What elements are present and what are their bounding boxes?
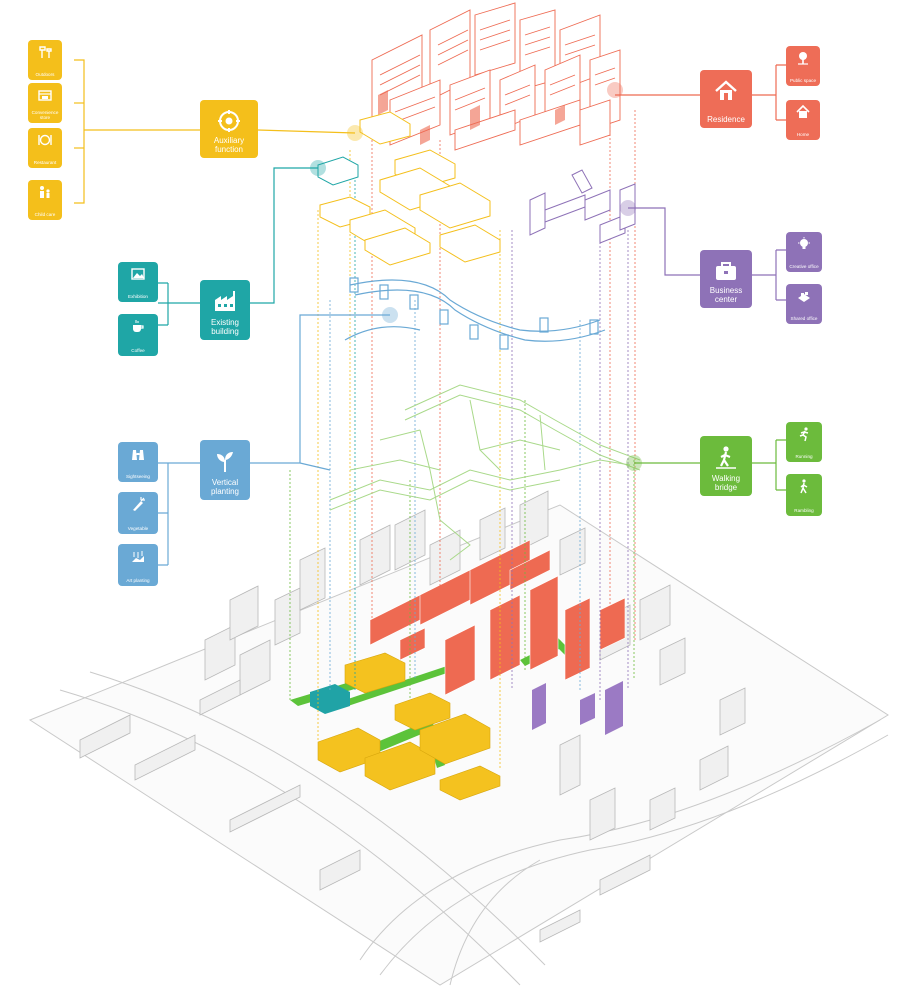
running-box[interactable]: Running <box>786 422 822 462</box>
shared-office-label: Shared office <box>790 316 818 322</box>
art-planting-box[interactable]: Art planting <box>118 544 158 586</box>
label-connector-lines <box>74 59 786 566</box>
vegetable-label: Vegetable <box>127 526 149 532</box>
gear-tools-icon <box>218 110 240 132</box>
lightbulb-icon <box>798 237 810 249</box>
rambling-label: Rambling <box>794 508 814 514</box>
vertical-planting-label: Vertical planting <box>210 478 240 496</box>
walking-bridge-box[interactable]: Walking bridge <box>700 436 752 496</box>
coffee-label: Coffee <box>131 348 145 354</box>
ground-auxiliary-buildings <box>317 652 501 801</box>
dining-icon <box>38 134 52 146</box>
walking-icon <box>800 479 808 494</box>
picture-icon <box>131 268 145 280</box>
residence-accent <box>378 90 565 145</box>
public-space-label: Public space <box>789 78 817 84</box>
sightseeing-label: Sightseeing <box>125 474 150 480</box>
existing-building-layer <box>317 156 359 186</box>
ground-residence-block <box>369 539 626 696</box>
child-care-label: Child care <box>34 212 56 218</box>
business-layer <box>529 169 636 244</box>
vegetable-box[interactable]: Vegetable <box>118 492 158 534</box>
exhibition-label: Exhibition <box>128 294 148 300</box>
outdoors-box[interactable]: Outdoors <box>28 40 62 80</box>
art-planting-icon <box>132 551 144 562</box>
family-icon <box>40 186 50 198</box>
ground-business-buildings <box>532 681 623 735</box>
sprout-icon <box>217 452 233 472</box>
home-icon <box>796 104 810 118</box>
walking-bridge-label: Walking bridge <box>711 474 741 492</box>
auxiliary-function-label: Auxiliary function <box>213 136 245 154</box>
outdoors-label: Outdoors <box>35 72 55 78</box>
park-icon <box>798 52 808 65</box>
coffee-box[interactable]: Coffee <box>118 314 158 356</box>
business-center-label: Business center <box>709 286 743 304</box>
convenience-store-label: Convenience store <box>31 110 59 121</box>
home-label: Home <box>796 132 810 138</box>
creative-office-label: Creative office <box>789 264 819 270</box>
auxiliary-layer <box>319 111 501 266</box>
business-center-box[interactable]: Business center <box>700 250 752 308</box>
briefcase-icon <box>716 262 736 280</box>
child-care-box[interactable]: Child care <box>28 180 62 220</box>
public-space-box[interactable]: Public space <box>786 46 820 86</box>
convenience-store-box[interactable]: Convenience store <box>28 83 62 123</box>
pedestrian-icon <box>716 446 736 469</box>
home-box[interactable]: Home <box>786 100 820 140</box>
restaurant-box[interactable]: Restaurant <box>28 128 62 168</box>
office-icon <box>798 292 810 302</box>
rambling-box[interactable]: Rambling <box>786 474 822 516</box>
running-icon <box>799 427 809 442</box>
shared-office-box[interactable]: Shared office <box>786 284 822 324</box>
binoculars-icon <box>132 450 144 460</box>
store-icon <box>38 90 52 101</box>
residence-box[interactable]: Residence <box>700 70 752 128</box>
house-icon <box>715 80 737 100</box>
running-label: Running <box>795 454 813 460</box>
exhibition-box[interactable]: Exhibition <box>118 262 158 302</box>
art-planting-label: Art planting <box>126 578 150 584</box>
creative-office-box[interactable]: Creative office <box>786 232 822 272</box>
factory-icon <box>215 291 235 311</box>
vertical-planting-box[interactable]: Vertical planting <box>200 440 250 500</box>
existing-building-label: Existing building <box>210 318 239 336</box>
vegetable-icon <box>133 497 145 511</box>
walking-bridge-layer <box>329 384 641 561</box>
ground-existing-building <box>310 684 350 714</box>
auxiliary-function-box[interactable]: Auxiliary function <box>200 100 258 158</box>
residence-label: Residence <box>707 114 745 124</box>
coffee-icon <box>133 320 144 332</box>
vertical-planting-layer <box>344 277 606 350</box>
sightseeing-box[interactable]: Sightseeing <box>118 442 158 482</box>
restaurant-label: Restaurant <box>33 160 57 166</box>
existing-building-box[interactable]: Existing building <box>200 280 250 340</box>
outdoor-icon <box>39 46 52 58</box>
